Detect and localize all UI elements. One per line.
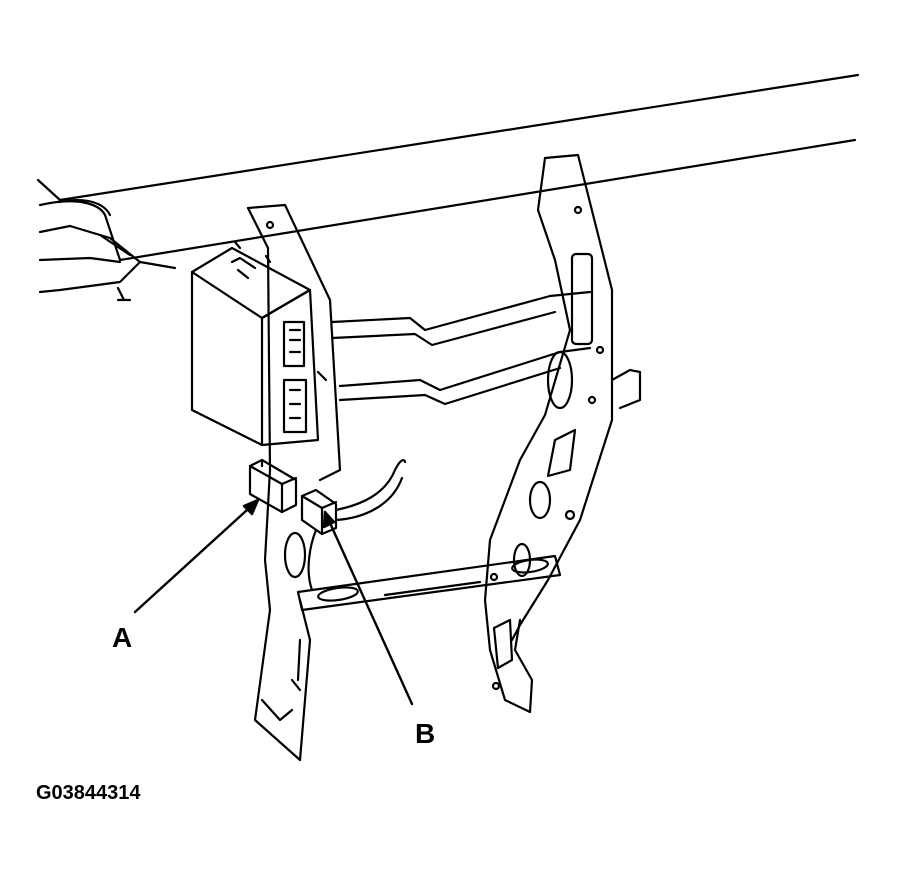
right-bracket — [483, 153, 642, 714]
connector-b — [300, 459, 407, 592]
leader-b — [323, 510, 414, 706]
arrow-head-b — [322, 510, 336, 529]
leader-a — [133, 498, 260, 614]
left-bracket — [246, 203, 342, 762]
cross-car-beam — [36, 73, 860, 302]
callout-label-b: B — [415, 718, 436, 749]
arrow-head-a — [242, 498, 260, 516]
connector-a — [248, 458, 298, 514]
lower-strap — [296, 554, 562, 612]
cross-members — [330, 290, 592, 406]
control-unit — [190, 240, 328, 447]
figure-id: G03844314 — [36, 782, 141, 804]
callout-leaders — [133, 498, 414, 706]
callout-label-a: A — [112, 622, 133, 653]
